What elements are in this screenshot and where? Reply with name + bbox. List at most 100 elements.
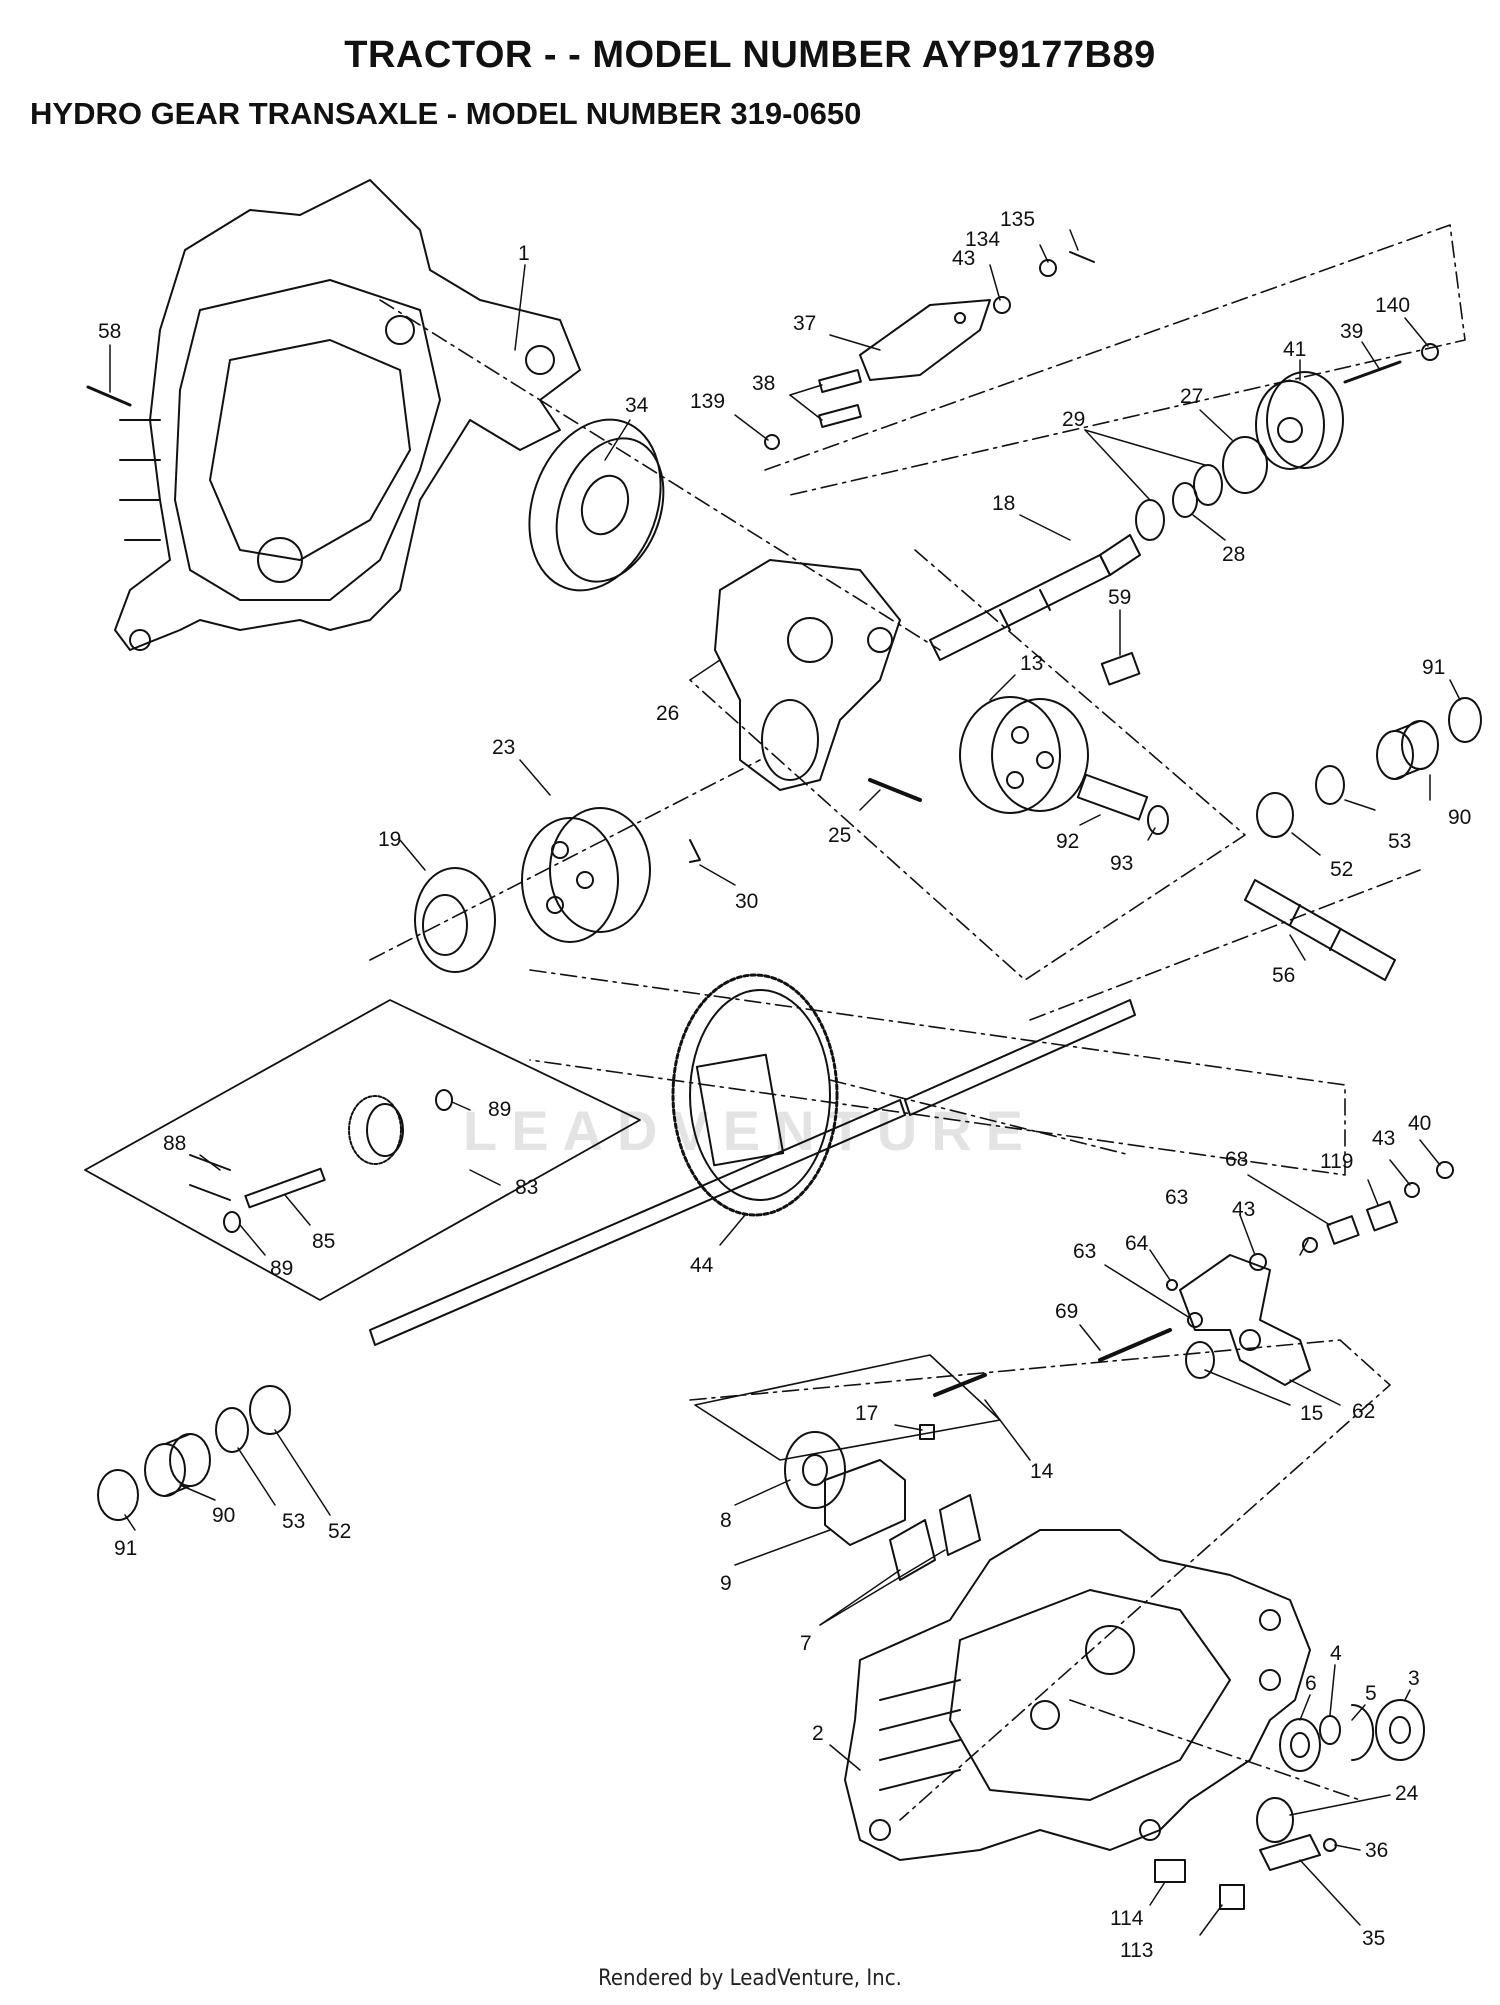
callout-1: 1: [518, 242, 530, 265]
callout-134: 134: [965, 228, 1000, 251]
seal-part-3: [1375, 1699, 1425, 1761]
ring-part-93: [1147, 805, 1169, 835]
ring-part-29a: [1135, 499, 1165, 541]
ring-part-4: [1319, 1715, 1341, 1745]
callout-113: 113: [1120, 1939, 1153, 1962]
pin-part-59: [1100, 651, 1141, 686]
bearing-part-27: [1222, 436, 1268, 494]
callout-30: 30: [735, 890, 758, 913]
callout-2: 2: [812, 1722, 824, 1745]
callout-52b: 52: [328, 1520, 351, 1543]
callout-23: 23: [492, 736, 515, 759]
page-subtitle: HYDRO GEAR TRANSAXLE - MODEL NUMBER 319-…: [30, 96, 862, 131]
callout-90a: 90: [1448, 806, 1471, 829]
callout-38: 38: [752, 372, 775, 395]
cylinder-block-part-13: [959, 696, 1089, 814]
page-title: TRACTOR - - MODEL NUMBER AYP9177B89: [344, 34, 1156, 76]
leader-lines: [109, 229, 1461, 1936]
callout-90b: 90: [212, 1504, 235, 1527]
callout-28: 28: [1222, 543, 1245, 566]
nut-part-40: [1436, 1161, 1454, 1179]
callout-4: 4: [1330, 1642, 1342, 1665]
callout-35: 35: [1362, 1927, 1385, 1950]
control-arm-part-62: [1179, 1254, 1311, 1386]
washer-part-52-top: [1256, 792, 1294, 838]
callout-63b: 63: [1073, 1240, 1096, 1263]
link-part-35: [1259, 1834, 1321, 1871]
callout-114: 114: [1110, 1907, 1144, 1930]
callout-59: 59: [1108, 586, 1131, 609]
seal-part-91-bottom: [97, 1469, 139, 1521]
callout-58: 58: [98, 320, 121, 343]
washer-part-53-top: [1315, 765, 1345, 805]
callout-88: 88: [163, 1132, 186, 1155]
seal-part-91-top: [1448, 697, 1482, 743]
gear-assembly-box: [84, 999, 641, 1301]
screw-part-58: [86, 385, 132, 407]
callout-6: 6: [1305, 1672, 1317, 1695]
pins-part-38: [818, 369, 862, 428]
lower-housing-part-2: [844, 1529, 1311, 1861]
callout-119: 119: [1320, 1150, 1353, 1173]
callout-44: 44: [690, 1254, 714, 1277]
callout-139: 139: [690, 390, 725, 413]
brake-puck-part-9: [824, 1459, 906, 1546]
callout-135: 135: [1000, 208, 1035, 231]
callout-69: 69: [1055, 1300, 1078, 1323]
washer-part-89-lower: [223, 1211, 241, 1233]
callout-91b: 91: [114, 1537, 137, 1560]
pulley-part-34: [528, 418, 665, 592]
cylinder-block-part-23: [521, 807, 651, 943]
washer-part-43-top: [993, 296, 1011, 314]
callout-24: 24: [1395, 1782, 1419, 1805]
callout-15: 15: [1300, 1402, 1323, 1425]
washer-part-63-upper: [1249, 1253, 1267, 1271]
callout-29: 29: [1062, 408, 1085, 431]
washer-part-43-right: [1404, 1182, 1420, 1198]
washer-part-89-upper: [435, 1089, 453, 1111]
callout-14: 14: [1030, 1460, 1054, 1483]
callout-92: 92: [1056, 830, 1079, 853]
callout-53a: 53: [1388, 830, 1411, 853]
shaft-part-85: [244, 1167, 326, 1209]
callout-9: 9: [720, 1572, 732, 1595]
callout-labels: 1 58 34 135 134 43 37 38 139 140 39 41 2…: [98, 208, 1471, 1962]
spur-gear-part-83: [348, 1095, 404, 1165]
nut-part-36: [1323, 1838, 1337, 1852]
callout-56: 56: [1272, 964, 1295, 987]
callout-17: 17: [855, 1402, 878, 1425]
cover-part-41: [1255, 371, 1344, 470]
pin-part-25: [868, 778, 922, 802]
bracket-part-37: [859, 299, 991, 381]
callout-7: 7: [800, 1632, 812, 1655]
watermark-text: LEADVENTURE: [462, 1099, 1038, 1162]
callout-91a: 91: [1422, 656, 1445, 679]
axle-shaft: [369, 999, 1136, 1346]
bolt-part-69: [1098, 1328, 1172, 1362]
washer-part-43-mid: [1302, 1237, 1318, 1253]
callout-25: 25: [828, 824, 851, 847]
bearing-part-19: [414, 867, 496, 973]
bushing-part-90-bottom: [144, 1433, 211, 1497]
callout-27: 27: [1180, 385, 1203, 408]
nut-part-134: [1039, 259, 1057, 277]
callout-53b: 53: [282, 1510, 305, 1533]
callout-19: 19: [378, 828, 401, 851]
nut-part-64: [1166, 1279, 1178, 1291]
spring-part-68: [1326, 1215, 1360, 1245]
callout-140: 140: [1375, 294, 1410, 317]
callout-62: 62: [1352, 1400, 1375, 1423]
callout-85: 85: [312, 1230, 335, 1253]
retaining-ring-part-5: [1351, 1704, 1375, 1761]
callout-39: 39: [1340, 320, 1363, 343]
spring-part-30: [689, 839, 701, 863]
nut-part-140: [1421, 343, 1439, 361]
callout-36: 36: [1365, 1839, 1388, 1862]
upper-housing-part-1: [114, 179, 581, 651]
callout-8: 8: [720, 1509, 732, 1532]
ring-gear-part-44: [671, 973, 839, 1217]
lever-assembly-box: [694, 1354, 1001, 1461]
footer-credit: Rendered by LeadVenture, Inc.: [598, 1966, 902, 1991]
bolt-part-39: [1343, 360, 1402, 384]
callout-43b: 43: [1372, 1127, 1395, 1150]
